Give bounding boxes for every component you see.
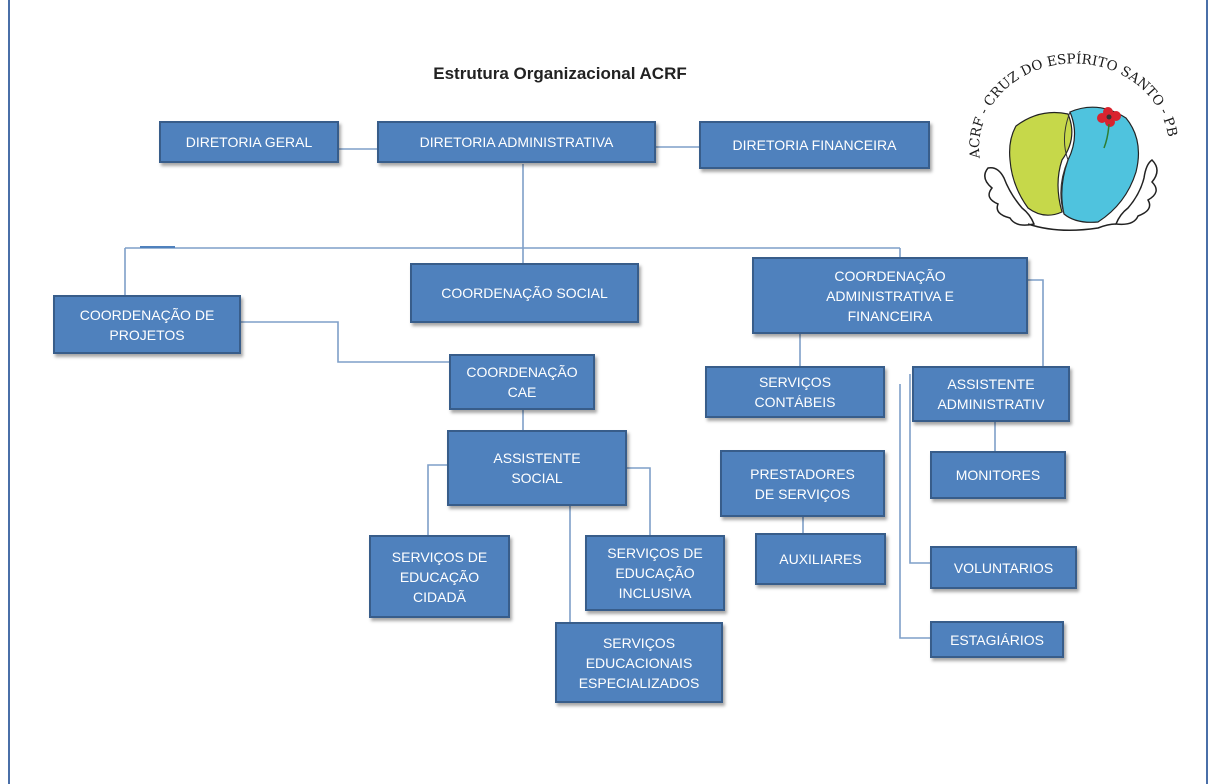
node-estagiarios: ESTAGIÁRIOS [930,621,1064,658]
node-diretoria-financeira: DIRETORIA FINANCEIRA [699,121,930,169]
node-servicos-educacao-inclusiva: SERVIÇOS DE EDUCAÇÃO INCLUSIVA [585,535,725,611]
node-coordenacao-social: COORDENAÇÃO SOCIAL [410,263,639,323]
node-servicos-contabeis: SERVIÇOS CONTÁBEIS [705,366,885,418]
acrf-logo: ACRF - CRUZ DO ESPÍRITO SANTO - PB [967,51,1180,231]
node-servicos-educacao-cidada: SERVIÇOS DE EDUCAÇÃO CIDADÃ [369,535,510,618]
node-diretoria-administrativa: DIRETORIA ADMINISTRATIVA [377,121,656,163]
node-assistente-social: ASSISTENTE SOCIAL [447,430,627,506]
chart-title: Estrutura Organizacional ACRF [433,64,687,83]
map-icon [1009,106,1139,223]
node-servicos-educacionais-especializados: SERVIÇOS EDUCACIONAIS ESPECIALIZADOS [555,622,723,703]
node-voluntarios: VOLUNTARIOS [930,546,1077,589]
node-diretoria-geral: DIRETORIA GERAL [159,121,339,163]
hand-icon [984,159,1158,231]
node-auxiliares: AUXILIARES [755,533,886,585]
flower-icon [1097,107,1121,149]
page-border-right [1206,0,1208,784]
node-assistente-administrativo: ASSISTENTE ADMINISTRATIV [912,366,1070,422]
page-border-left [8,0,10,784]
node-monitores: MONITORES [930,451,1066,499]
node-coordenacao-administrativa-financeira: COORDENAÇÃO ADMINISTRATIVA E FINANCEIRA [752,257,1028,334]
node-coordenacao-projetos: COORDENAÇÃO DE PROJETOS [53,295,241,354]
node-prestadores-servicos: PRESTADORES DE SERVIÇOS [720,450,885,517]
node-coordenacao-cae: COORDENAÇÃO CAE [449,354,595,410]
